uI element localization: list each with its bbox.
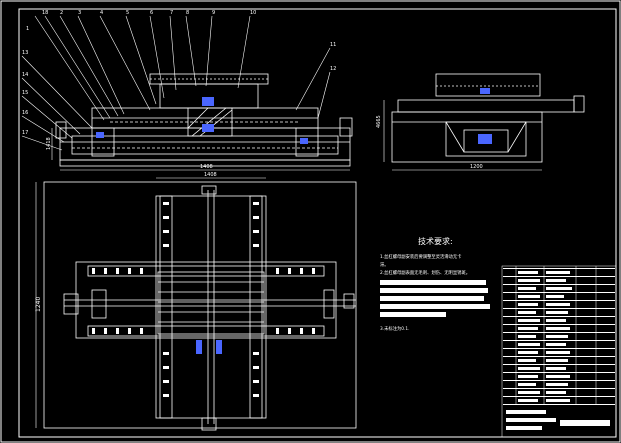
tech-line-4: 3.未标注为0.1.: [380, 325, 410, 332]
side-view-bearing-mark: [480, 88, 490, 94]
side-bottom-dim: 1200: [470, 164, 483, 170]
balloon-12: 12: [330, 66, 336, 72]
balloon-8: 8: [186, 10, 189, 16]
balloon-leaders: [21, 15, 331, 151]
balloon-4: 4: [100, 10, 103, 16]
balloon-labels: 1 2 3 4 5 6 7 8 9 10 11 12 13 14 15 16 1…: [22, 10, 336, 136]
plan-view-clamp-mark-left: [196, 340, 202, 354]
title-block-rows: [503, 268, 615, 430]
balloon-14: 14: [22, 72, 28, 78]
plan-view-rail-holes: [92, 202, 315, 397]
balloon-1: 1: [26, 26, 29, 32]
balloon-15: 15: [22, 90, 28, 96]
front-view-nut-mark: [202, 124, 214, 132]
tech-line-1: 1.丝杠螺母副安装后要调整至灵活滑动无卡: [380, 253, 462, 260]
tech-requirements: 技术要求: 1.丝杠螺母副安装后要调整至灵活滑动无卡 滞。 2.丝杠螺母副表面无…: [380, 236, 490, 332]
balloon-2: 2: [60, 10, 63, 16]
front-view-left-block-mark: [96, 132, 104, 138]
balloon-6: 6: [150, 10, 153, 16]
balloon-3: 3: [78, 10, 81, 16]
plan-view-clamp-mark-right: [216, 340, 222, 354]
balloon-18: 18: [42, 10, 48, 16]
balloon-10: 10: [250, 10, 256, 16]
balloon-7: 7: [170, 10, 173, 16]
balloon-9: 9: [212, 10, 215, 16]
front-view-bearing-mark: [202, 97, 214, 106]
plan-view: [43, 181, 357, 431]
tech-title: 技术要求:: [418, 236, 453, 246]
front-section-view: [55, 73, 353, 167]
balloon-13: 13: [22, 50, 28, 56]
side-view-nut-mark: [478, 134, 492, 144]
balloon-11: 11: [330, 42, 336, 48]
front-view-right-block-mark: [300, 138, 308, 144]
balloon-16: 16: [22, 110, 28, 116]
tech-line-3: 2.丝杠螺母副表面无毛刺、划伤、无明显锈斑。: [380, 269, 470, 276]
plan-width-dim: 1408: [204, 172, 217, 178]
plan-height-dim: 1240: [35, 297, 42, 312]
top-height-dim: 1418: [46, 137, 52, 150]
balloon-5: 5: [126, 10, 129, 16]
top-width-dim: 1408: [200, 164, 213, 170]
side-section-view: [391, 73, 585, 163]
side-height-dim: 4665: [376, 115, 382, 128]
sheet-inner-border: [18, 8, 617, 438]
balloon-17: 17: [22, 130, 28, 136]
tech-line-2: 滞。: [380, 261, 389, 268]
